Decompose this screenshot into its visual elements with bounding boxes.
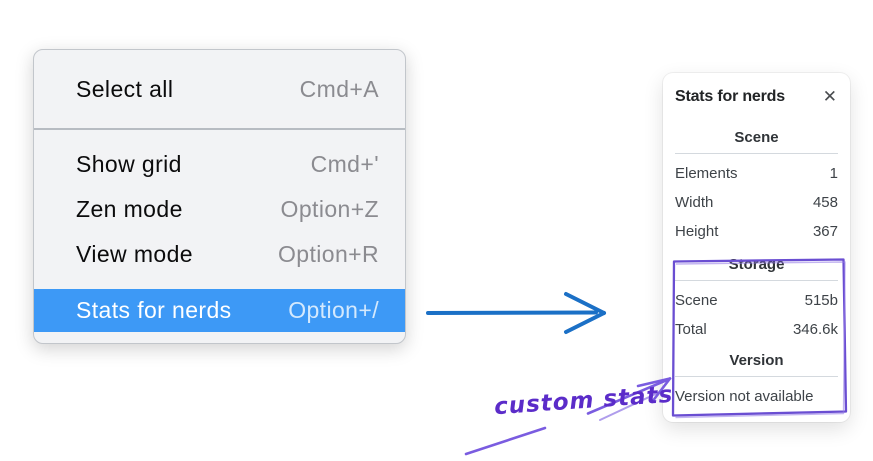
section-divider — [675, 153, 838, 154]
section-header-scene: Scene — [734, 129, 779, 146]
menu-item-zen-mode[interactable]: Zen mode Option+Z — [34, 187, 405, 232]
menu-item-shortcut: Option+/ — [288, 297, 379, 323]
context-menu: Select all Cmd+A Show grid Cmd+' Zen mod… — [33, 49, 406, 344]
panel-title-row: Stats for nerds ✕ — [675, 85, 838, 109]
stat-row-width: Width 458 — [675, 188, 838, 217]
stat-row-total-storage: Total 346.6k — [675, 315, 838, 344]
menu-item-shortcut: Cmd+' — [310, 151, 379, 177]
menu-group: Show grid Cmd+' Zen mode Option+Z View m… — [34, 130, 405, 332]
stat-row-height: Height 367 — [675, 217, 838, 246]
stat-row-scene-storage: Scene 515b — [675, 286, 838, 315]
menu-item-shortcut: Option+R — [277, 241, 379, 267]
stat-value: 458 — [812, 194, 838, 211]
stat-value: 515b — [804, 292, 838, 309]
section-divider — [675, 280, 838, 281]
stat-value: 346.6k — [792, 321, 838, 338]
stat-label: Width — [675, 194, 714, 211]
menu-divider — [34, 128, 405, 130]
menu-item-stats-for-nerds[interactable]: Stats for nerds Option+/ — [34, 289, 405, 332]
stat-label: Height — [675, 223, 719, 240]
menu-item-label: View mode — [76, 241, 193, 267]
section-header-storage: Storage — [728, 256, 785, 273]
menu-item-select-all[interactable]: Select all Cmd+A — [34, 50, 405, 128]
version-note: Version not available — [675, 388, 814, 405]
menu-item-show-grid[interactable]: Show grid Cmd+' — [34, 142, 405, 187]
section-header-version: Version — [729, 352, 784, 369]
stat-row-elements: Elements 1 — [675, 159, 838, 188]
stat-label: Total — [675, 321, 707, 338]
stat-label: Elements — [675, 165, 738, 182]
menu-item-label: Show grid — [76, 151, 182, 177]
menu-item-shortcut: Option+Z — [280, 196, 379, 222]
custom-stats-arrow — [464, 377, 672, 456]
menu-item-label: Select all — [76, 75, 174, 102]
stat-value: 1 — [829, 165, 838, 182]
menu-item-label: Zen mode — [76, 196, 183, 222]
close-icon[interactable]: ✕ — [822, 86, 837, 107]
blue-arrow — [426, 292, 606, 334]
stat-label: Scene — [675, 292, 718, 309]
menu-item-view-mode[interactable]: View mode Option+R — [34, 232, 405, 277]
stat-value: 367 — [812, 223, 838, 240]
custom-stats-label: custom stats — [493, 381, 675, 421]
menu-item-shortcut: Cmd+A — [299, 75, 379, 102]
menu-item-label: Stats for nerds — [76, 297, 232, 323]
section-divider — [675, 376, 838, 377]
panel-title: Stats for nerds — [675, 88, 785, 105]
stats-for-nerds-panel: Stats for nerds ✕ Scene Elements 1 Width… — [663, 73, 850, 422]
